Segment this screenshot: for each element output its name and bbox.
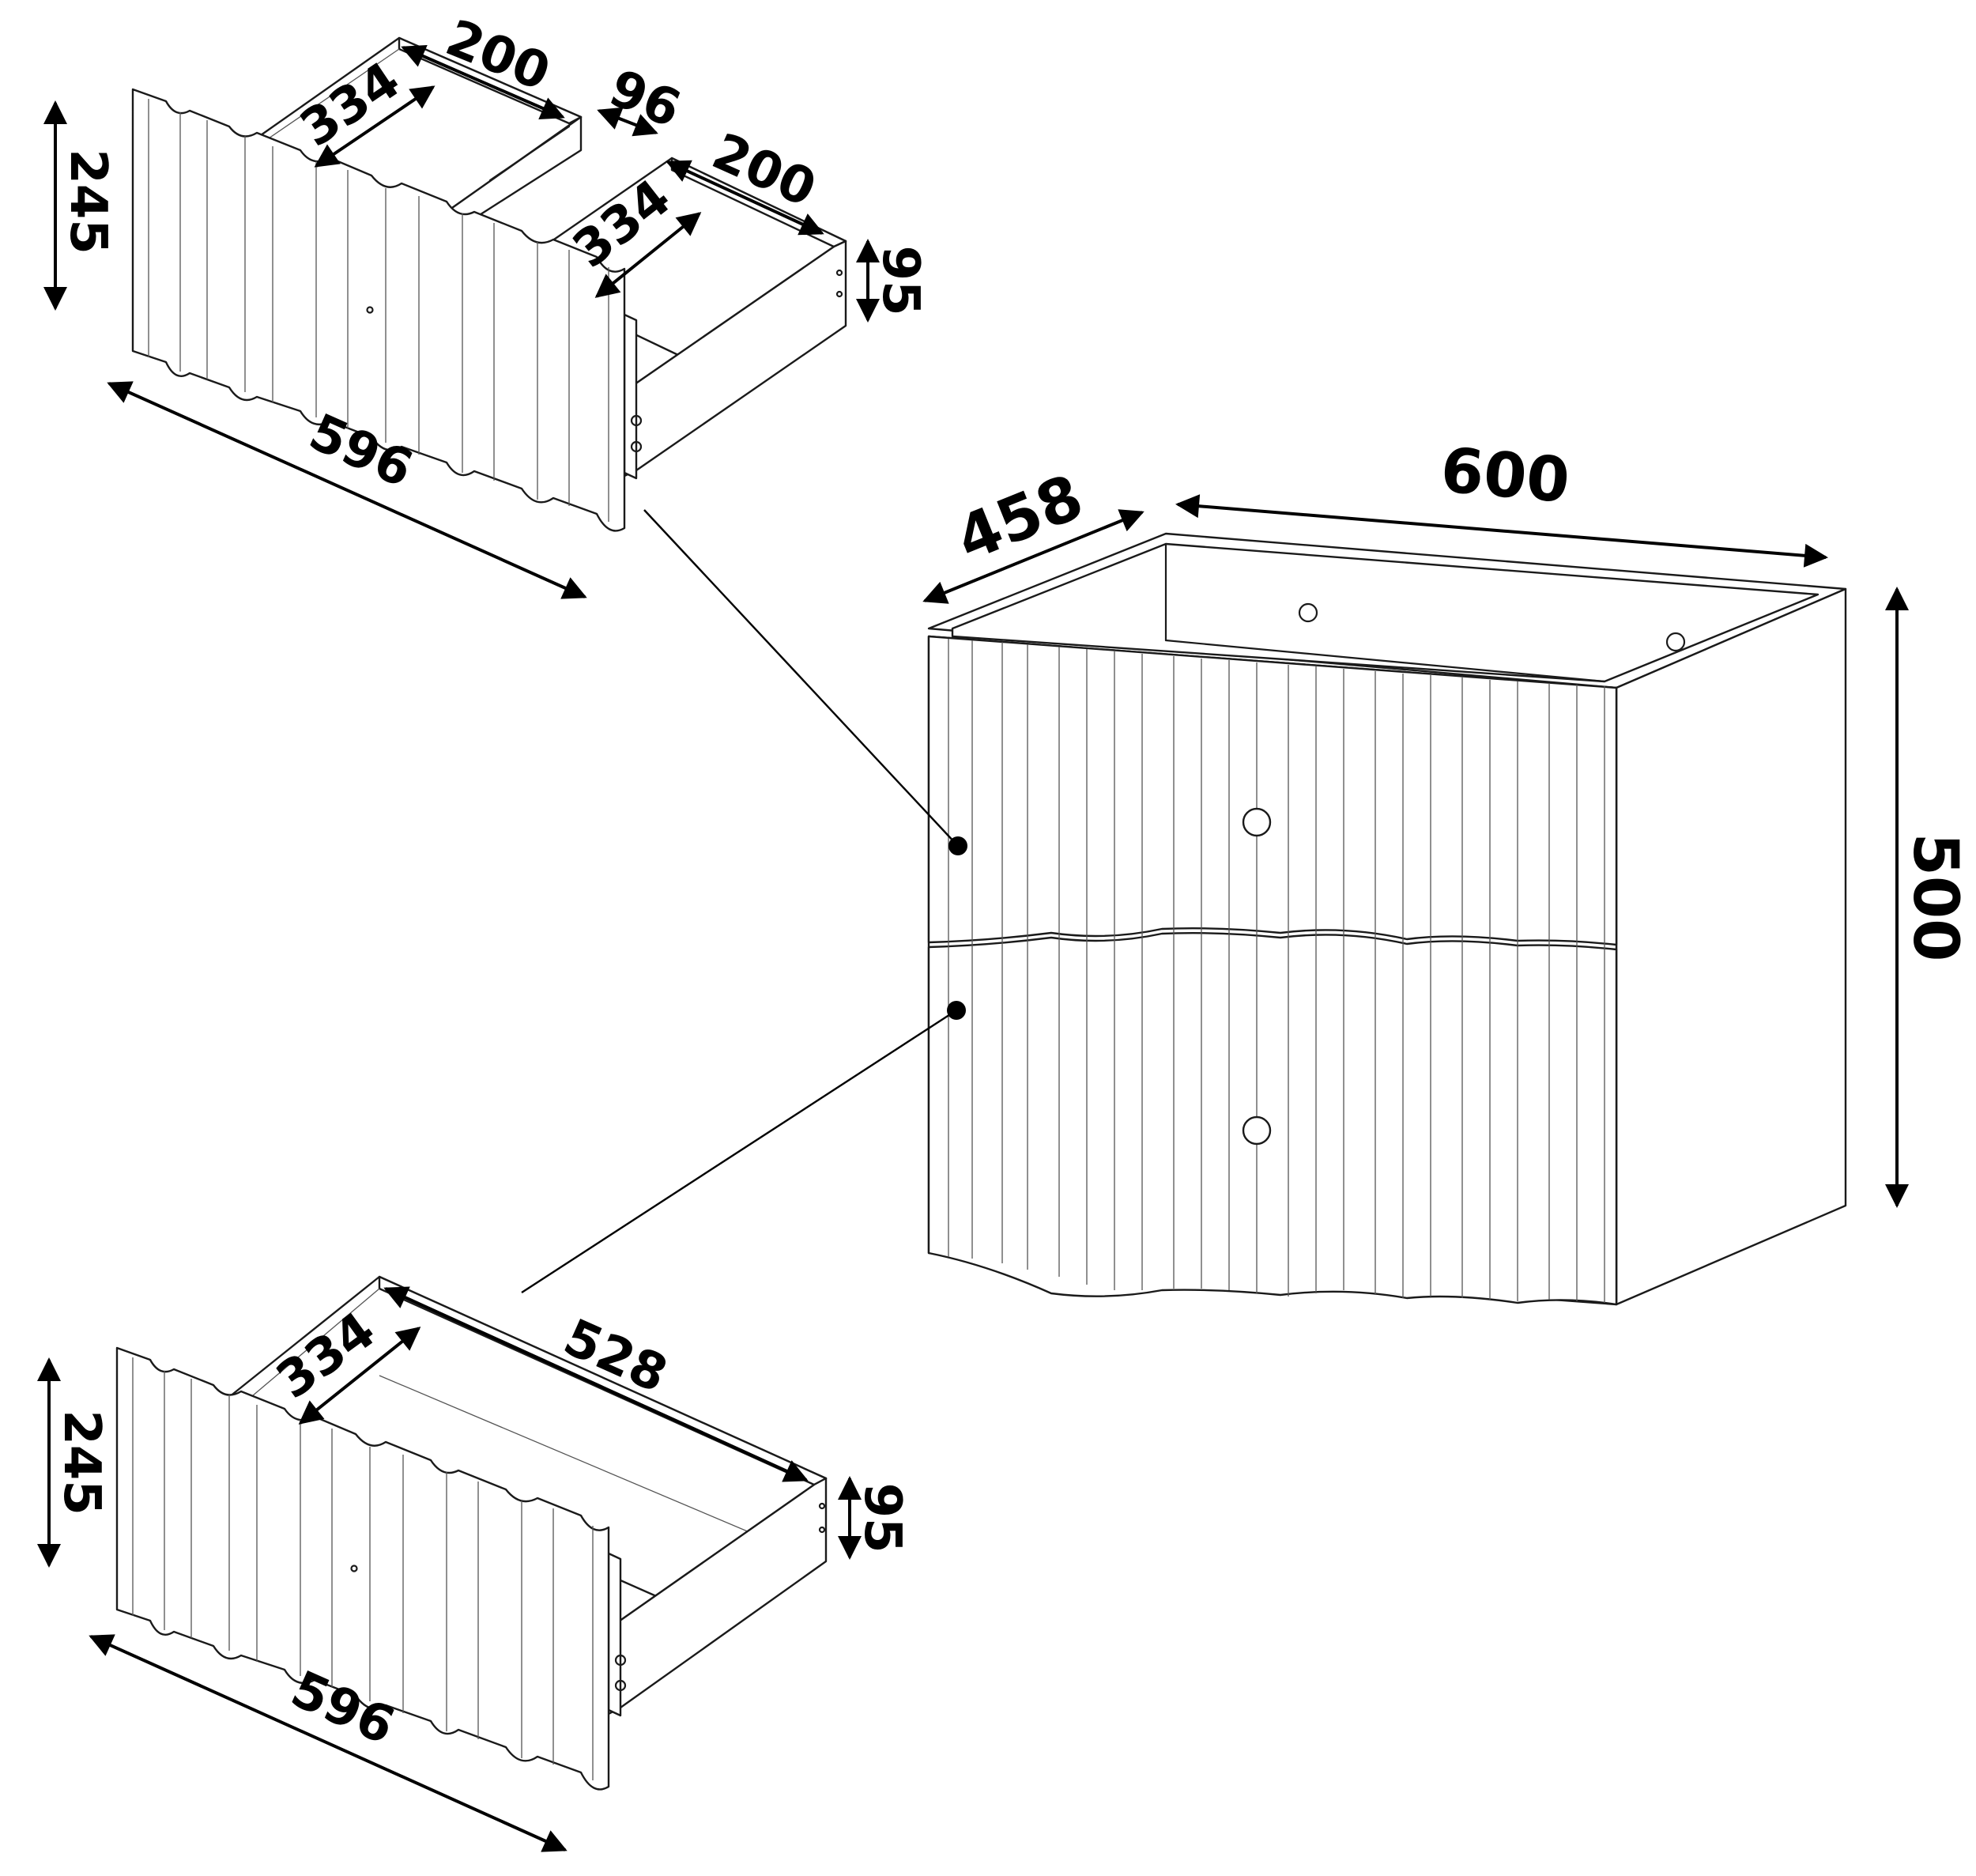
leader-dot-top — [948, 836, 967, 855]
dim-line-gap — [597, 107, 658, 137]
cabinet-top-knob — [1242, 807, 1272, 837]
dim-label-gap: 96 — [601, 59, 688, 140]
dim-label-bottom-box-height: 95 — [853, 1482, 911, 1553]
dim-line-comp1-depth — [401, 45, 565, 119]
dim-line-bottom-front-width — [89, 1634, 568, 1852]
dim-line-comp2-width — [594, 212, 702, 298]
top-drawer: 245 596 200 334 96 200 334 95 — [43, 9, 930, 599]
dim-line-cabinet-width — [1175, 494, 1828, 568]
leader-dot-bottom — [947, 1001, 966, 1020]
bottom-drawer: 334 528 245 95 596 — [37, 1275, 911, 1852]
leader-lines — [521, 509, 967, 1294]
dim-label-top-box-height: 95 — [871, 245, 930, 315]
dim-line-front-width — [107, 381, 587, 599]
cabinet-bottom-knob — [1242, 1115, 1272, 1146]
cabinet: 458 600 500 — [521, 435, 1970, 1306]
dim-line-bottom-depth — [383, 1286, 809, 1482]
dim-line-comp1-width — [314, 85, 436, 168]
dim-line-cabinet-depth — [922, 509, 1144, 604]
cabinet-top-drawer-front — [927, 635, 1618, 946]
cabinet-flutes — [948, 639, 1605, 1303]
dim-label-cabinet-depth: 458 — [947, 462, 1093, 576]
cabinet-bottom-drawer-front — [927, 931, 1618, 1306]
dim-label-bottom-height: 245 — [52, 1410, 111, 1516]
dim-label-cabinet-height: 500 — [1899, 833, 1970, 962]
dim-line-comp2-depth — [666, 160, 824, 236]
dim-label-cabinet-width: 600 — [1438, 435, 1572, 517]
dim-label-top-height: 245 — [58, 149, 117, 255]
